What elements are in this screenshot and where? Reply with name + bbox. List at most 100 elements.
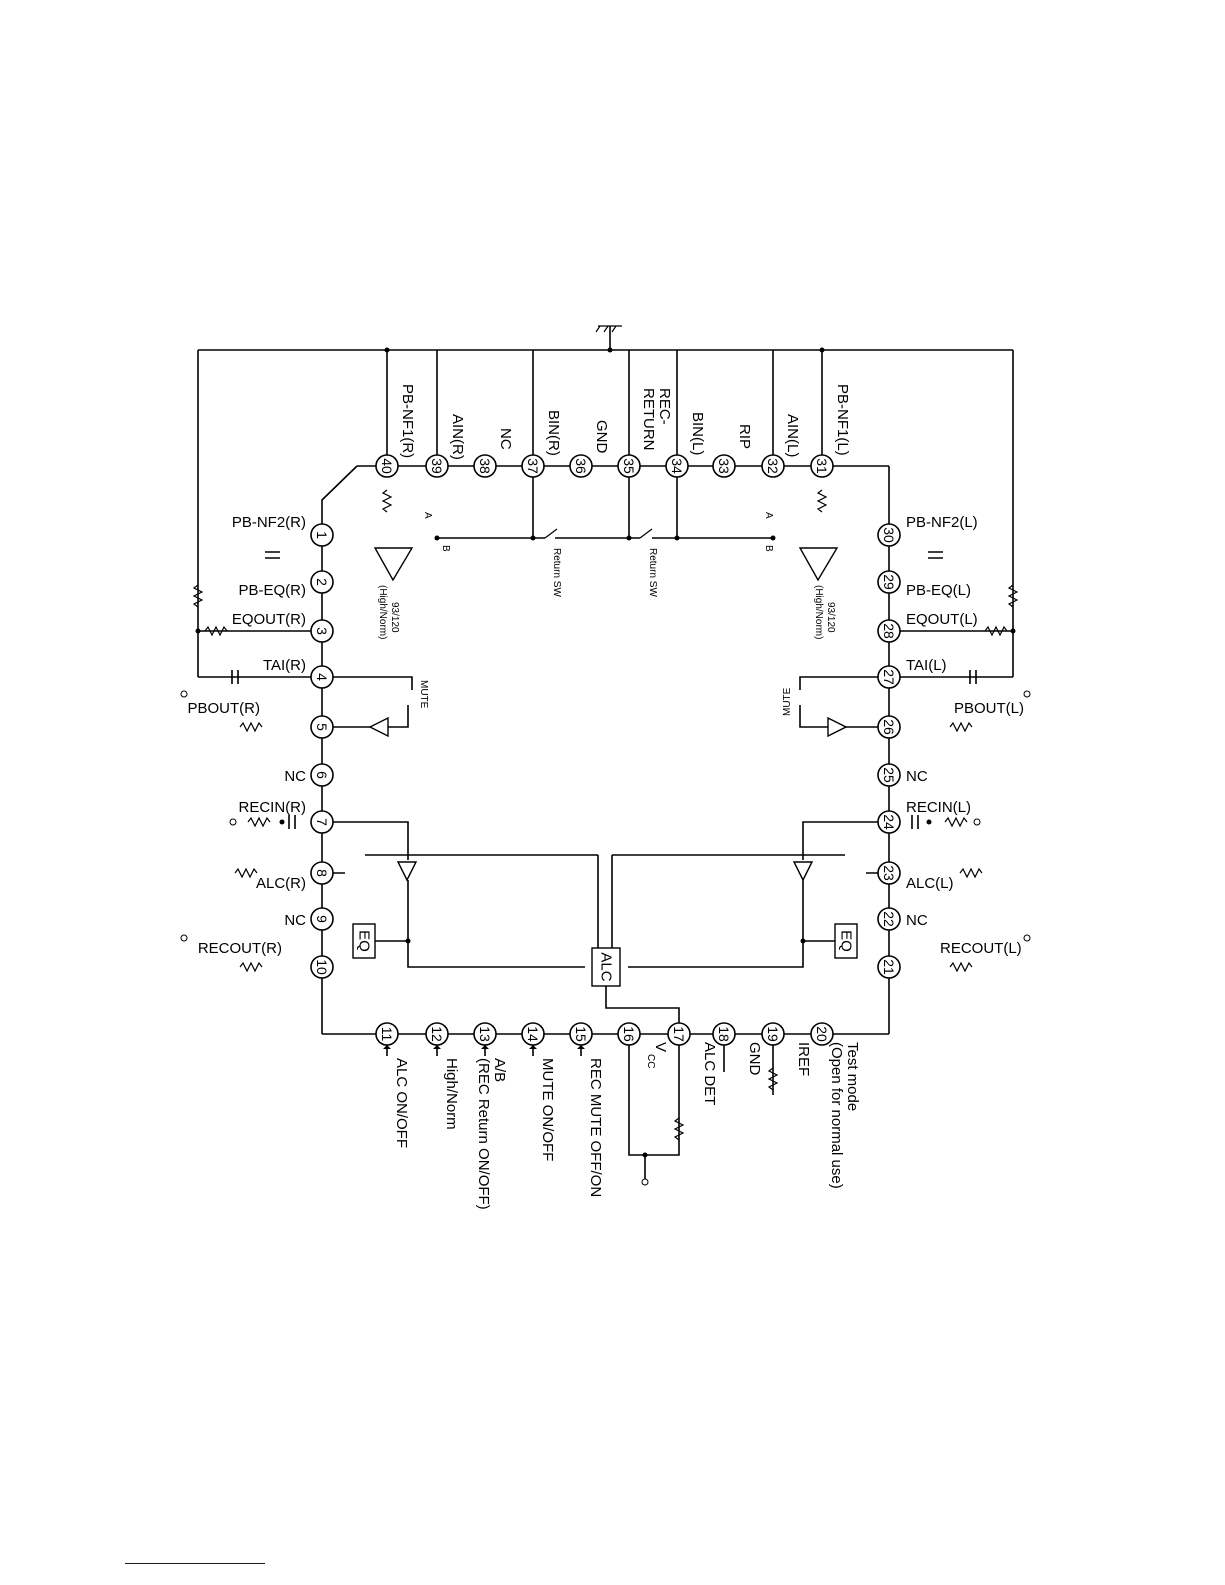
label-pin-25: NC — [906, 768, 928, 785]
wiring — [197, 325, 1014, 1180]
sw-b-right: B — [763, 545, 774, 552]
label-pin-12: High/Norm — [443, 1058, 460, 1130]
gain-label-right: 93/120 — [825, 602, 836, 633]
pin-11: 11 — [375, 1022, 399, 1046]
pin-28: 28 — [877, 619, 901, 643]
pins: 1 2 3 4 5 6 7 8 9 10 11 12 13 14 15 16 1… — [310, 454, 901, 1046]
pin-37: 37 — [521, 454, 545, 478]
label-pin-3: EQOUT(R) — [232, 611, 306, 628]
label-pin-18: GND — [746, 1042, 763, 1076]
label-pin-6: NC — [284, 768, 306, 785]
sw-a-right: A — [763, 512, 774, 519]
mute-label-left: MUTE — [418, 680, 429, 709]
label-pin-34: BIN(L) — [689, 412, 706, 455]
gain-label-left: 93/120 — [389, 602, 400, 633]
svg-text:40: 40 — [379, 458, 395, 474]
svg-text:34: 34 — [669, 458, 685, 474]
svg-text:24: 24 — [881, 814, 897, 830]
svg-text:16: 16 — [621, 1026, 637, 1042]
eq-block-left — [352, 923, 376, 959]
alc-block — [591, 947, 621, 987]
pin-18: 18 — [712, 1022, 736, 1046]
svg-text:36: 36 — [573, 458, 589, 474]
svg-text:13: 13 — [477, 1026, 493, 1042]
label-pin-20-sub: (Open for normal use) — [828, 1042, 845, 1189]
eq-left-label: EQ — [356, 930, 373, 952]
pin-3: 3 — [310, 619, 334, 643]
pin-20: 20 — [810, 1022, 834, 1046]
label-pin-38: NC — [497, 428, 514, 450]
svg-text:12: 12 — [429, 1026, 445, 1042]
label-pin-19: IREF — [795, 1042, 812, 1076]
capacitors — [231, 551, 977, 829]
svg-text:19: 19 — [765, 1026, 781, 1042]
label-pin-35a: REC- — [656, 388, 673, 425]
svg-text:39: 39 — [429, 458, 445, 474]
pin-23: 23 — [877, 861, 901, 885]
pin-29: 29 — [877, 570, 901, 594]
label-pin-32: AIN(L) — [784, 414, 801, 457]
svg-text:31: 31 — [814, 458, 830, 474]
svg-text:8: 8 — [314, 869, 330, 877]
svg-text:1: 1 — [314, 531, 330, 539]
pin-38: 38 — [473, 454, 497, 478]
svg-text:32: 32 — [765, 458, 781, 474]
svg-text:29: 29 — [881, 574, 897, 590]
switch-labels: Return SW Return SW MUTE MUTE 93/120 (Hi… — [377, 512, 836, 716]
pin-9: 9 — [310, 907, 334, 931]
eq-block-right — [834, 923, 858, 959]
pin-35: 35 — [617, 454, 641, 478]
label-pin-16-sub: CC — [645, 1054, 656, 1068]
control-arrows — [383, 1045, 585, 1056]
label-pin-8: ALC(R) — [256, 875, 306, 892]
svg-text:38: 38 — [477, 458, 493, 474]
pin-26: 26 — [877, 715, 901, 739]
svg-text:20: 20 — [814, 1026, 830, 1042]
pin-24: 24 — [877, 810, 901, 834]
gain-sub-right: (High/Norm) — [813, 585, 824, 639]
svg-text:25: 25 — [881, 767, 897, 783]
pin-labels: PB-NF2(R) PB-EQ(R) EQOUT(R) TAI(R) PBOUT… — [188, 384, 1025, 1210]
pin-1: 1 — [310, 523, 334, 547]
pin-30: 30 — [877, 523, 901, 547]
pin-2: 2 — [310, 570, 334, 594]
pin-31: 31 — [810, 454, 834, 478]
svg-text:9: 9 — [314, 915, 330, 923]
svg-text:7: 7 — [314, 818, 330, 826]
pin-36: 36 — [569, 454, 593, 478]
svg-text:30: 30 — [881, 527, 897, 543]
svg-text:21: 21 — [881, 959, 897, 975]
eq-right-label: EQ — [838, 930, 855, 952]
pin-21: 21 — [877, 955, 901, 979]
pin-12: 12 — [425, 1022, 449, 1046]
pin-19: 19 — [761, 1022, 785, 1046]
return-sw-label-1: Return SW — [551, 548, 562, 597]
label-pin-11: ALC ON/OFF — [393, 1058, 410, 1148]
label-pin-36: GND — [593, 420, 610, 454]
label-pin-29: PB-EQ(L) — [906, 582, 971, 599]
pin-17: 17 — [667, 1022, 691, 1046]
label-pin-9: NC — [284, 912, 306, 929]
svg-text:18: 18 — [716, 1026, 732, 1042]
svg-text:26: 26 — [881, 719, 897, 735]
label-pin-33: RIP — [736, 424, 753, 449]
return-sw-label-2: Return SW — [647, 548, 658, 597]
label-pin-4: TAI(R) — [263, 657, 306, 674]
pin-13: 13 — [473, 1022, 497, 1046]
sw-b-left: B — [440, 545, 451, 552]
svg-text:27: 27 — [881, 669, 897, 685]
resistors — [192, 489, 1019, 1141]
pin-33: 33 — [712, 454, 736, 478]
pin-40: 40 — [375, 454, 399, 478]
gain-sub-left: (High/Norm) — [377, 585, 388, 639]
label-pin-28: EQOUT(L) — [906, 611, 978, 628]
label-pin-15: REC MUTE OFF/ON — [587, 1058, 604, 1197]
label-pin-22: NC — [906, 912, 928, 929]
svg-text:2: 2 — [314, 578, 330, 586]
label-pin-35b: RETURN — [640, 388, 657, 451]
alc-label: ALC — [598, 952, 615, 981]
label-pin-14: MUTE ON/OFF — [539, 1058, 556, 1161]
pin-22: 22 — [877, 907, 901, 931]
pin-4: 4 — [310, 665, 334, 689]
